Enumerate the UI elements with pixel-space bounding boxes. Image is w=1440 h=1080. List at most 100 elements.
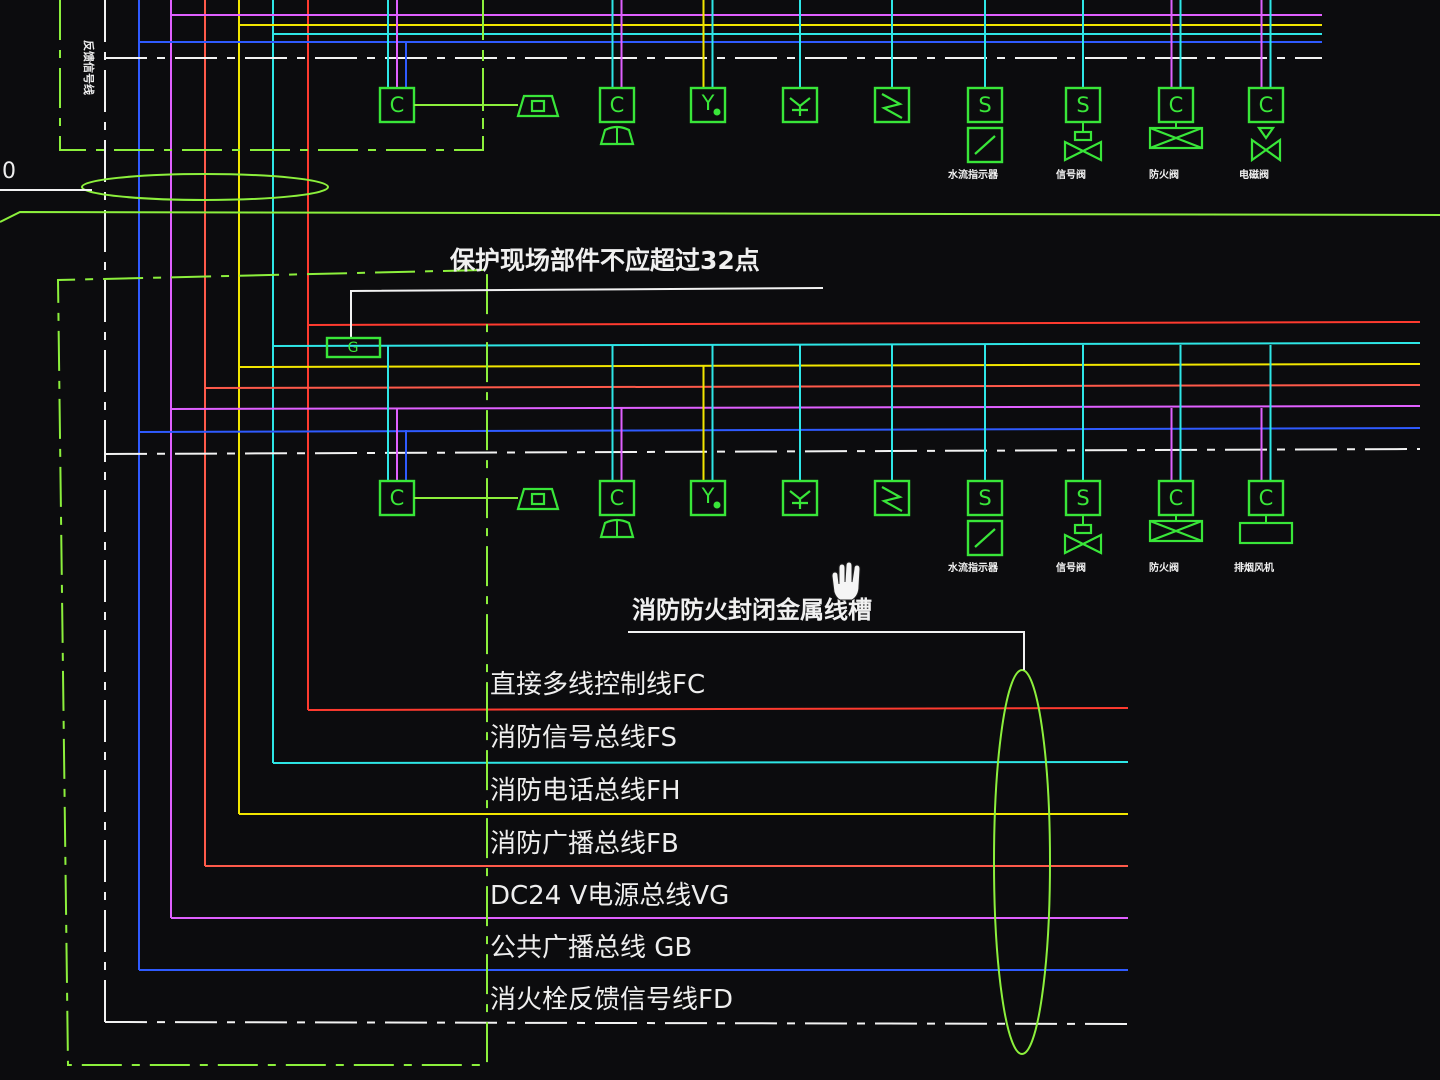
lower-box-ys bbox=[689, 479, 727, 517]
lower-caption-c3: 防火阀 bbox=[1149, 561, 1179, 574]
manual-alarm-dot bbox=[713, 108, 721, 116]
smoke-detector-icon bbox=[881, 93, 903, 119]
flow-switch-slash bbox=[974, 528, 996, 548]
legend-bus-lines bbox=[104, 707, 1129, 1025]
upper-caption-c4: 电磁阀 bbox=[1239, 168, 1269, 181]
lower-box-c2 bbox=[598, 479, 636, 517]
isolator-g[interactable]: G bbox=[325, 336, 382, 359]
signal-valve-icon bbox=[1063, 533, 1103, 555]
smoke-exhaust-fan-icon bbox=[1238, 521, 1294, 545]
upper-device-c1[interactable]: C bbox=[378, 0, 416, 124]
upper-device-yh[interactable] bbox=[781, 0, 819, 124]
solenoid-valve-icon bbox=[1250, 137, 1282, 163]
bus-legend: 直接多线控制线FC 消防信号总线FS 消防电话总线FH 消防广播总线FB DC2… bbox=[490, 670, 733, 1015]
lower-letter-ys: Y bbox=[701, 484, 715, 508]
upper-box-s1 bbox=[966, 86, 1004, 124]
lower-letter-s1: S bbox=[978, 486, 991, 510]
lower-caption-s2: 信号阀 bbox=[1056, 561, 1086, 574]
valve-actuator bbox=[1073, 130, 1093, 142]
lower-device-c2[interactable]: C bbox=[598, 345, 636, 539]
lower-device-c3[interactable]: C 防火阀 bbox=[1148, 345, 1204, 574]
upper-device-s2[interactable]: S 信号阀 bbox=[1056, 0, 1103, 181]
bell-icon bbox=[599, 518, 635, 539]
left-edge-char: 0 bbox=[2, 159, 16, 184]
bus-line-fc bbox=[307, 707, 1129, 711]
solenoid-head bbox=[1256, 126, 1276, 140]
top-note-leader bbox=[350, 287, 824, 338]
upper-box-c2 bbox=[598, 86, 636, 124]
upper-caption-s2: 信号阀 bbox=[1056, 168, 1086, 181]
upper-device-speaker[interactable] bbox=[516, 94, 560, 118]
lower-letter-c1: C bbox=[390, 486, 405, 510]
bus-legend-fb: 消防广播总线FB bbox=[490, 829, 679, 859]
vertical-side-label: 反馈信号线 bbox=[82, 40, 96, 95]
bus-legend-fc: 直接多线控制线FC bbox=[490, 670, 705, 700]
upper-box-c4 bbox=[1247, 86, 1285, 124]
lower-letter-s2: S bbox=[1076, 486, 1089, 510]
lower-device-s2[interactable]: S 信号阀 bbox=[1056, 345, 1103, 574]
tray-note: 消防防火封闭金属线槽 bbox=[632, 596, 872, 624]
manual-alarm-dot bbox=[713, 501, 721, 509]
lower-device-ys[interactable]: Y bbox=[689, 345, 727, 517]
lower-letter-c4: C bbox=[1259, 486, 1274, 510]
isolator-box bbox=[325, 336, 382, 359]
bus-line-fs bbox=[272, 761, 1129, 764]
isolator-letter: G bbox=[348, 340, 359, 356]
upper-letter-s2: S bbox=[1076, 93, 1089, 117]
lower-device-c4[interactable]: C 排烟风机 bbox=[1234, 345, 1294, 574]
lower-bus-fs bbox=[272, 342, 1421, 347]
lower-bus-fd bbox=[104, 448, 1421, 455]
upper-box-ys bbox=[689, 86, 727, 124]
hydrant-button-icon bbox=[789, 97, 811, 116]
lower-box-sk bbox=[873, 479, 911, 517]
lower-bus-gb bbox=[138, 427, 1421, 433]
upper-letter-c4: C bbox=[1259, 93, 1274, 117]
speaker-icon bbox=[516, 94, 560, 118]
flow-switch-box bbox=[966, 126, 1004, 164]
lower-device-speaker[interactable] bbox=[516, 487, 560, 511]
lower-device-s1[interactable]: S 水流指示器 bbox=[947, 345, 1004, 574]
lower-device-yh[interactable] bbox=[781, 345, 819, 517]
upper-device-sk[interactable] bbox=[873, 0, 911, 124]
lower-caption-c4: 排烟风机 bbox=[1234, 561, 1274, 574]
upper-device-c4[interactable]: C 电磁阀 bbox=[1239, 0, 1285, 181]
hand-cursor-icon bbox=[831, 561, 861, 601]
lower-caption-s1: 水流指示器 bbox=[947, 561, 999, 574]
bus-legend-vg: DC24 V电源总线VG bbox=[490, 881, 729, 911]
lower-bus-fh bbox=[238, 363, 1421, 368]
upper-letter-c1: C bbox=[390, 93, 405, 117]
smoke-detector-icon bbox=[881, 486, 903, 512]
signal-valve-icon bbox=[1063, 140, 1103, 162]
lower-device-sk[interactable] bbox=[873, 345, 911, 517]
upper-letter-c3: C bbox=[1169, 93, 1184, 117]
upper-letter-c2: C bbox=[610, 93, 625, 117]
fire-damper-icon bbox=[1148, 126, 1204, 150]
lower-enclosure bbox=[56, 269, 488, 1066]
cable-bundle-oval-bottom bbox=[993, 669, 1051, 1055]
speaker-cone bbox=[530, 99, 546, 113]
lower-bus-fc bbox=[307, 321, 1421, 326]
fire-damper-icon bbox=[1148, 519, 1204, 543]
flow-switch-slash bbox=[974, 135, 996, 155]
top-note: 保护现场部件不应超过32点 bbox=[449, 246, 760, 275]
lower-device-row: C C Y S 水流指示器 S 信号阀 C 防火阀 C 排烟风机 bbox=[378, 345, 1294, 574]
lower-bus-fb bbox=[204, 384, 1421, 389]
trunk-lines bbox=[104, 0, 309, 1022]
upper-device-c3[interactable]: C 防火阀 bbox=[1148, 0, 1204, 181]
upper-caption-c3: 防火阀 bbox=[1149, 168, 1179, 181]
section-divider bbox=[0, 210, 1440, 223]
tray-note-leader bbox=[628, 631, 1025, 670]
upper-device-c2[interactable]: C bbox=[598, 0, 636, 146]
bus-legend-gb: 公共广播总线 GB bbox=[490, 933, 692, 963]
cable-bundle-oval-top bbox=[81, 173, 329, 201]
upper-letter-s1: S bbox=[978, 93, 991, 117]
upper-box-sk bbox=[873, 86, 911, 124]
damper-cross bbox=[1149, 519, 1203, 543]
lower-letter-c3: C bbox=[1169, 486, 1184, 510]
lower-bus-lines bbox=[104, 321, 1421, 455]
bus-legend-fs: 消防信号总线FS bbox=[490, 723, 677, 753]
upper-device-ys[interactable]: Y bbox=[689, 0, 727, 124]
